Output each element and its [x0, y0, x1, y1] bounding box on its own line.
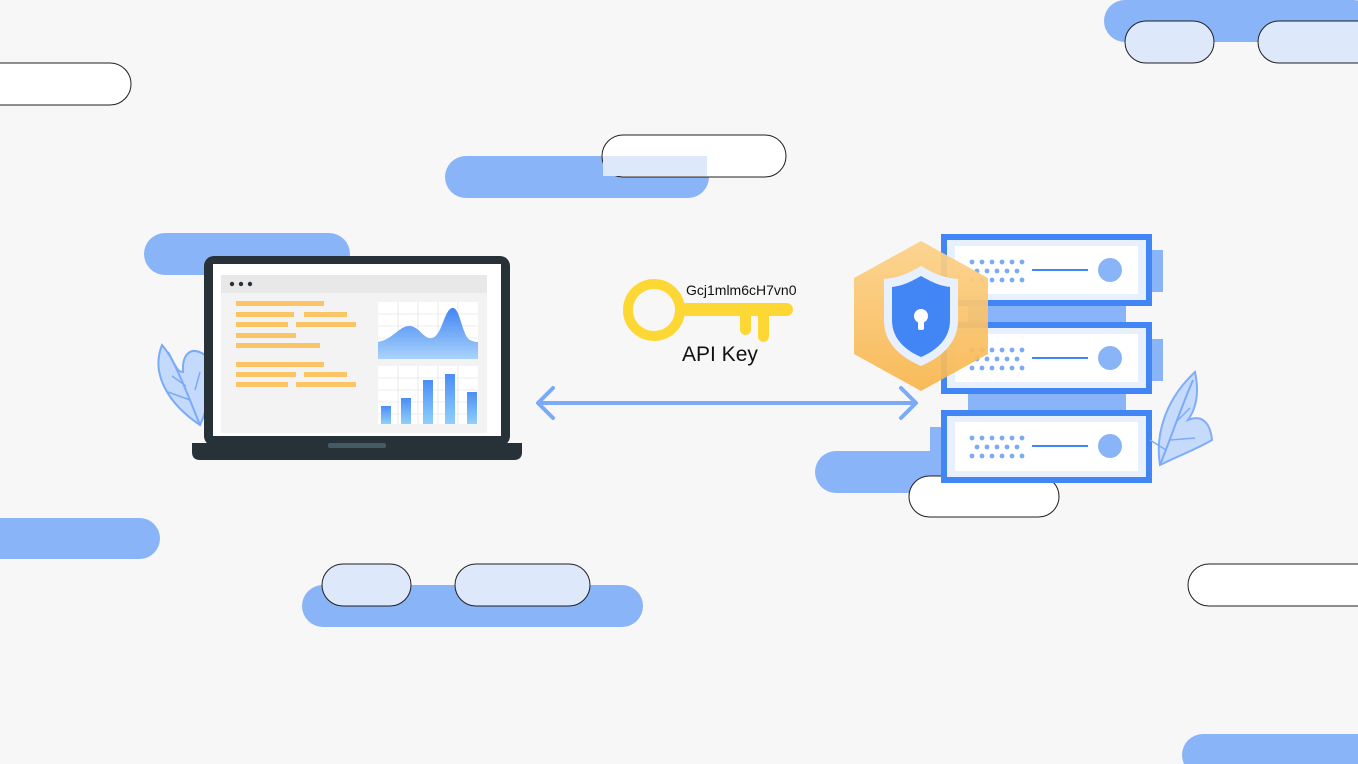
cloud-outline [1187, 563, 1358, 607]
leaf-decoration-left [157, 343, 210, 427]
window-dot [229, 281, 235, 287]
cloud-outline [454, 563, 591, 607]
api-key-label: API Key [682, 343, 758, 366]
key-icon [623, 279, 793, 342]
shield-lock-icon [854, 241, 988, 391]
laptop-notch [328, 443, 386, 448]
laptop-base [192, 443, 522, 460]
code-lines [236, 301, 356, 387]
cloud-highlight [603, 156, 707, 176]
server-unit [941, 410, 1152, 483]
area-chart-thumbnail [378, 302, 478, 359]
leaf-decoration-right [1149, 370, 1214, 467]
cloud-outline [1257, 20, 1358, 64]
cloud-shape [0, 518, 160, 559]
cloud-outline [321, 563, 412, 607]
cloud-shape [1182, 734, 1358, 764]
laptop-icon [192, 256, 522, 460]
window-dot [238, 281, 244, 287]
cloud-outline [1124, 20, 1215, 64]
api-key-code: Gcj1mlm6cH7vn0 [686, 282, 797, 298]
cloud-outline [0, 62, 132, 106]
window-dot [247, 281, 253, 287]
bidirectional-arrow-icon [536, 386, 918, 420]
bar-chart-thumbnail [378, 366, 478, 424]
browser-toolbar [221, 275, 487, 293]
